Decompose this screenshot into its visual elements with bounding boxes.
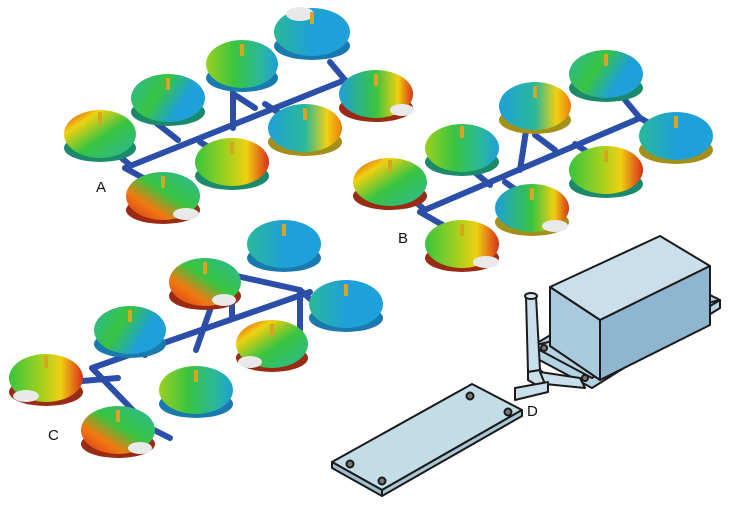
part-a8 <box>339 70 414 122</box>
part-b4 <box>569 50 643 102</box>
layout-a: A <box>64 7 414 224</box>
label-d: D <box>527 403 538 420</box>
part-c7 <box>236 320 308 372</box>
part-b6 <box>495 184 569 236</box>
sprue-pipe <box>514 292 586 401</box>
mold-plate <box>331 383 523 497</box>
layout-c: C <box>9 220 383 458</box>
label-b: B <box>398 230 408 247</box>
mold-box <box>549 235 711 381</box>
label-c: C <box>48 427 59 444</box>
part-c4 <box>247 220 321 272</box>
layout-b: B <box>353 50 713 272</box>
part-a1 <box>64 110 136 162</box>
label-a: A <box>96 179 106 196</box>
part-c1 <box>9 354 83 406</box>
part-a3 <box>206 40 278 92</box>
part-b7 <box>569 146 643 198</box>
part-b3 <box>499 82 571 134</box>
part-a5 <box>126 172 200 224</box>
part-a4 <box>274 7 350 60</box>
layout-d: D <box>331 235 721 497</box>
part-c5 <box>81 406 155 458</box>
part-b1 <box>353 158 427 210</box>
part-a6 <box>195 138 269 190</box>
part-c2 <box>94 306 166 358</box>
part-c8 <box>309 280 383 332</box>
part-a2 <box>131 74 205 126</box>
part-a7 <box>268 104 342 156</box>
part-b2 <box>425 124 499 176</box>
part-b5 <box>425 220 499 272</box>
part-c6 <box>159 366 233 418</box>
part-c3 <box>169 258 241 310</box>
part-b8 <box>639 112 713 164</box>
